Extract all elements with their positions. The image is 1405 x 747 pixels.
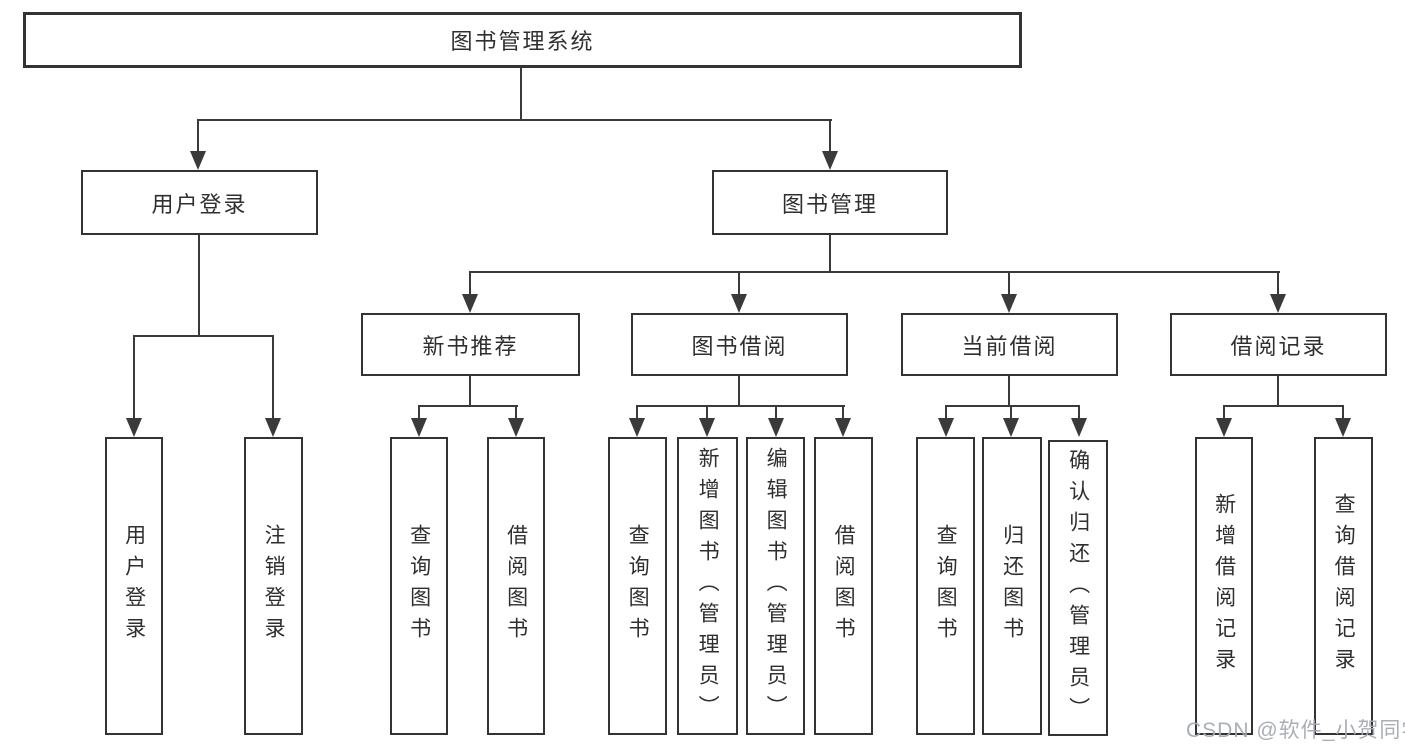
node-library-management-system: 图书管理系统 [23, 12, 1022, 68]
arrow-g3-edit [768, 418, 784, 437]
node-label: 借阅记录 [1230, 333, 1327, 359]
connector-drop-book-management [829, 119, 831, 153]
connector-book-borrow-feed [738, 376, 740, 407]
connector-book-borrow-splitter [636, 405, 845, 407]
arrow-g4-return [1003, 418, 1019, 437]
arrow-g3-borrow [835, 418, 851, 437]
arrow-g3-query [629, 418, 645, 437]
node-new-book-recommendation: 新书推荐 [361, 313, 580, 376]
leaf-label: 查询图书 [934, 524, 958, 648]
connector-user-login-splitter [133, 335, 274, 337]
connector-new-book-splitter [418, 405, 518, 407]
connector-drop-user-login [197, 119, 199, 153]
leaf-label: 注销登录 [262, 524, 286, 648]
leaf-borrow-books-borrowing: 借阅图书 [814, 437, 873, 735]
connector-drop-g5-query [1342, 405, 1344, 421]
leaf-label: 编辑图书（管理员） [764, 446, 788, 726]
leaf-label: 归还图书 [1000, 524, 1024, 648]
connector-current-borrow-feed [1008, 376, 1010, 407]
connector-drop-book-borrow [738, 271, 740, 296]
leaf-query-books-recommend: 查询图书 [390, 437, 448, 735]
node-borrowing-records: 借阅记录 [1170, 313, 1387, 376]
node-user-login: 用户登录 [81, 170, 318, 235]
node-book-borrowing: 图书借阅 [631, 313, 848, 376]
connector-drop-leaf-logout [272, 335, 274, 420]
arrow-new-book [462, 294, 478, 313]
connector-book-management-feed [829, 235, 831, 273]
arrow-book-management [822, 151, 838, 170]
connector-borrow-records-splitter [1223, 405, 1344, 407]
connector-drop-g4-return [1010, 405, 1012, 421]
connector-level2-splitter [469, 271, 1280, 273]
connector-drop-g4-confirm [1078, 405, 1080, 421]
connector-borrow-records-feed [1277, 376, 1279, 407]
connector-drop-borrow-records [1277, 271, 1279, 296]
connector-drop-g2-borrow [515, 405, 517, 421]
connector-drop-g3-borrow [842, 405, 844, 421]
leaf-return-books: 归还图书 [982, 437, 1042, 735]
arrow-g4-query [938, 418, 954, 437]
connector-drop-g4-query [945, 405, 947, 421]
node-label: 图书管理 [781, 191, 878, 217]
leaf-label: 借阅图书 [832, 524, 856, 648]
arrow-book-borrow [731, 294, 747, 313]
connector-drop-g5-add [1223, 405, 1225, 421]
arrow-g2-query [411, 418, 427, 437]
connector-drop-new-book [469, 271, 471, 296]
leaf-query-books-current: 查询图书 [916, 437, 975, 735]
node-label: 新书推荐 [422, 333, 519, 359]
leaf-user-login: 用户登录 [105, 437, 163, 735]
connector-drop-g3-query [636, 405, 638, 421]
arrow-borrow-records [1270, 294, 1286, 313]
arrow-g2-borrow [508, 418, 524, 437]
arrow-g5-add [1216, 418, 1232, 437]
leaf-add-books-admin: 新增图书（管理员） [677, 437, 738, 735]
csdn-watermark: CSDN @软件_小贺同学 [1186, 719, 1405, 742]
connector-new-book-feed [469, 376, 471, 407]
leaf-confirm-return-admin: 确认归还（管理员） [1048, 440, 1108, 736]
arrow-leaf-user-login [126, 418, 142, 437]
arrow-user-login [190, 151, 206, 170]
connector-drop-leaf-user-login [133, 335, 135, 420]
leaf-label: 确认归还（管理员） [1066, 448, 1090, 728]
connector-root-feed [520, 68, 522, 121]
leaf-label: 查询图书 [407, 524, 431, 648]
connector-current-borrow-splitter [945, 405, 1080, 407]
node-book-management: 图书管理 [712, 170, 948, 235]
connector-drop-current-borrow [1008, 271, 1010, 296]
leaf-query-borrow-record: 查询借阅记录 [1314, 437, 1373, 735]
connector-level1-splitter [197, 119, 832, 121]
leaf-label: 用户登录 [122, 524, 146, 648]
node-label: 图书管理系统 [450, 29, 595, 54]
connector-user-login-feed [198, 235, 200, 337]
arrow-leaf-logout [265, 418, 281, 437]
leaf-query-books-borrowing: 查询图书 [608, 437, 667, 735]
leaf-add-borrow-record: 新增借阅记录 [1195, 437, 1253, 735]
node-current-borrowing: 当前借阅 [901, 313, 1118, 376]
node-label: 当前借阅 [961, 333, 1058, 359]
leaf-label: 新增图书（管理员） [696, 446, 720, 726]
node-label: 图书借阅 [691, 333, 788, 359]
leaf-label: 新增借阅记录 [1212, 493, 1236, 679]
connector-drop-g3-edit [775, 405, 777, 421]
leaf-label: 借阅图书 [504, 524, 528, 648]
arrow-current-borrow [1001, 294, 1017, 313]
leaf-borrow-books-recommend: 借阅图书 [487, 437, 545, 735]
leaf-label: 查询借阅记录 [1332, 493, 1356, 679]
arrow-g3-add [699, 418, 715, 437]
connector-drop-g3-add [706, 405, 708, 421]
leaf-logout: 注销登录 [244, 437, 303, 735]
arrow-g5-query [1335, 418, 1351, 437]
node-label: 用户登录 [151, 191, 248, 217]
leaf-edit-books-admin: 编辑图书（管理员） [746, 437, 805, 735]
leaf-label: 查询图书 [626, 524, 650, 648]
connector-drop-g2-query [418, 405, 420, 421]
arrow-g4-confirm [1071, 418, 1087, 437]
